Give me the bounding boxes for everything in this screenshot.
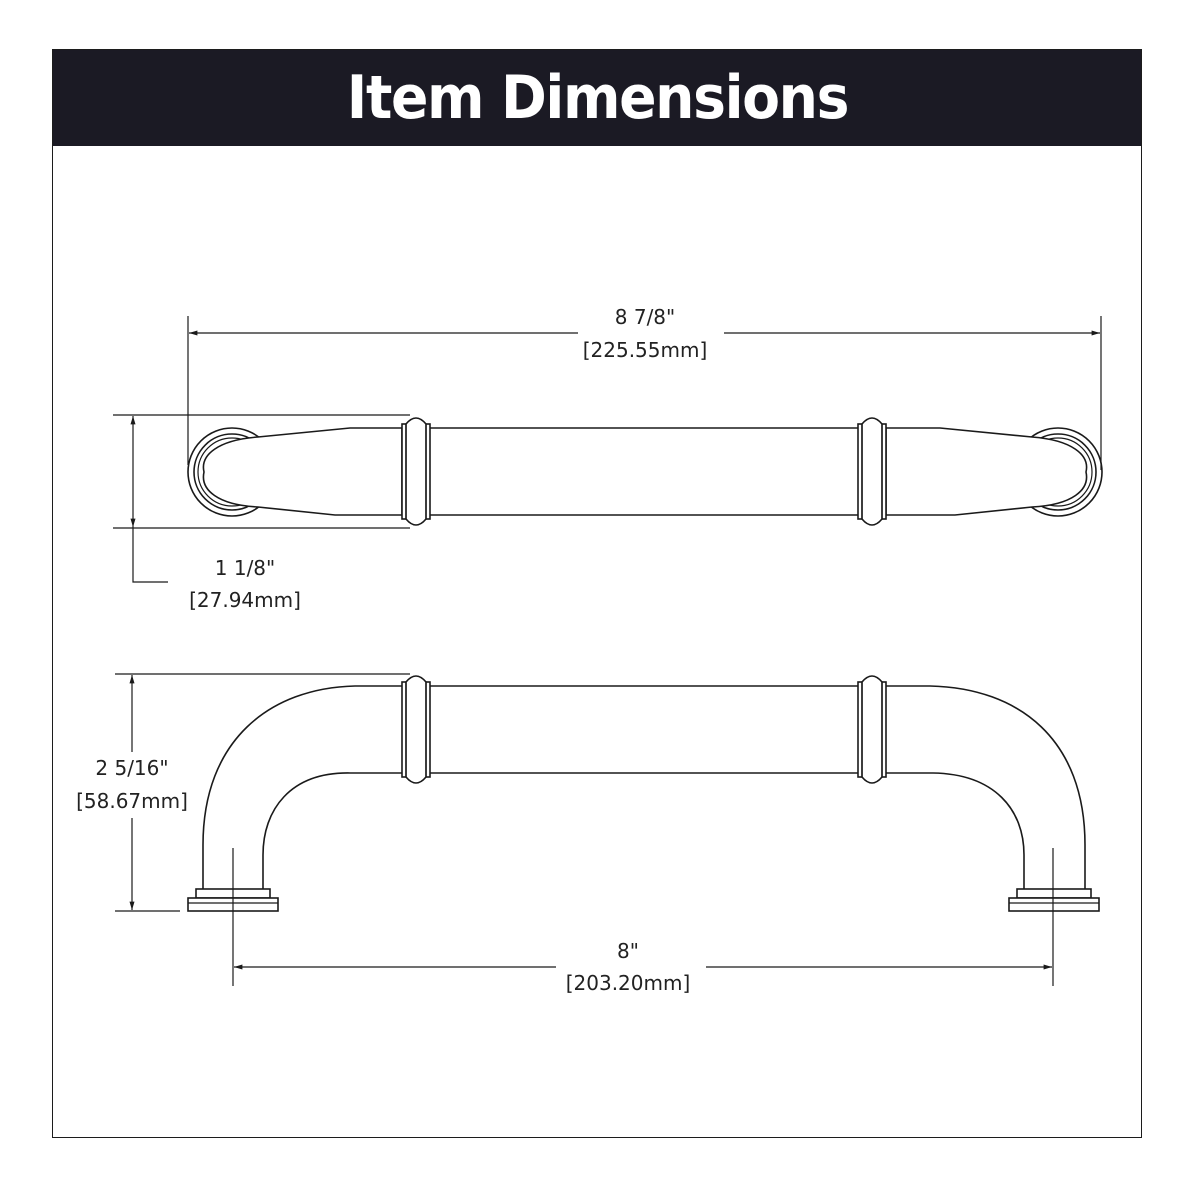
collar-right <box>857 417 887 526</box>
c2c-imperial: 8" <box>617 939 639 963</box>
side-view: 2 5/16" [58.67mm] <box>76 673 1100 995</box>
page-title: Item Dimensions <box>346 63 849 133</box>
collar-left-side <box>401 675 431 784</box>
height-metric: [27.94mm] <box>189 588 301 612</box>
diagram-frame: Item Dimensions <box>52 49 1142 1138</box>
leader-line-height <box>132 527 168 583</box>
collar-left <box>401 417 431 526</box>
projection-imperial: 2 5/16" <box>95 756 168 780</box>
c2c-metric: [203.20mm] <box>566 971 691 995</box>
collar-right-side <box>857 675 887 784</box>
length-imperial: 8 7/8" <box>615 305 675 329</box>
header-bar: Item Dimensions <box>53 50 1141 146</box>
top-view: 8 7/8" [225.55mm] 1 1/8" [27.94mm] <box>113 305 1103 612</box>
height-imperial: 1 1/8" <box>215 556 275 580</box>
length-metric: [225.55mm] <box>583 338 708 362</box>
projection-metric: [58.67mm] <box>76 789 188 813</box>
